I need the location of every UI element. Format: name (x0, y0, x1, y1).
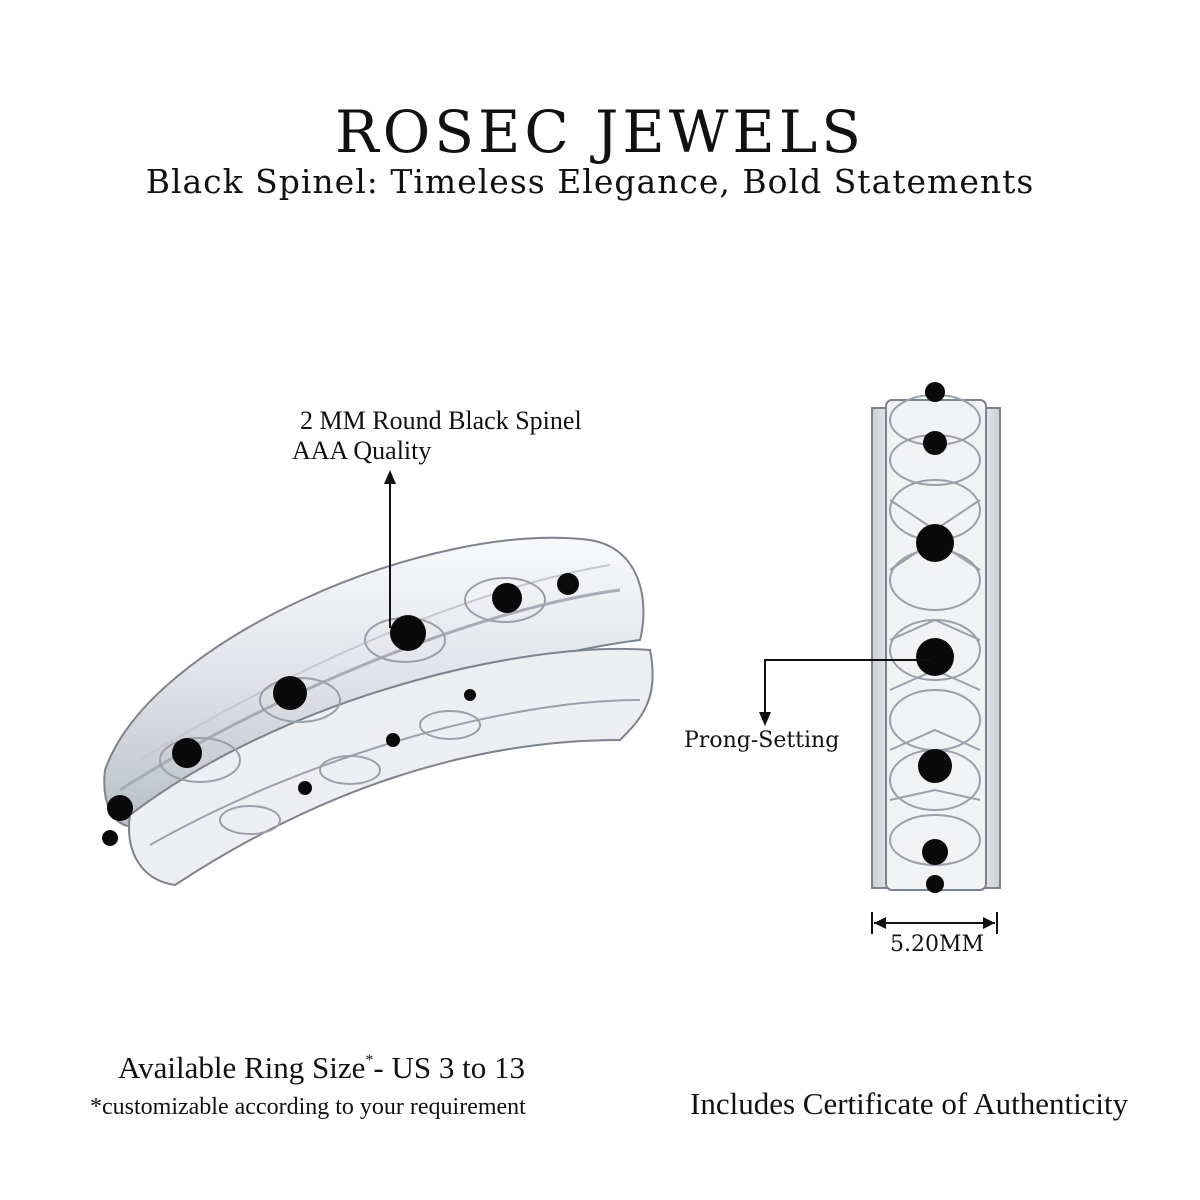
ring-size-note: *customizable according to your requirem… (90, 1094, 526, 1120)
spinel-stones-front (916, 382, 954, 893)
setting-callout-arrow (759, 659, 930, 726)
stone-spec-label: 2 MM Round Black Spinel AAA Quality (292, 406, 582, 466)
stone-spec-line: 2 MM Round Black Spinel (300, 406, 582, 435)
setting-label: Prong-Setting (684, 728, 840, 753)
certificate-text: Includes Certificate of Authenticity (690, 1086, 1129, 1121)
tagline: Black Spinel: Timeless Elegance, Bold St… (145, 162, 1035, 201)
ring-size-range: - US 3 to 13 (373, 1050, 525, 1085)
ring-size-prefix: Available Ring Size (118, 1050, 366, 1085)
spinel-stones-angled (102, 573, 579, 846)
stone-quality-line: AAA Quality (292, 436, 432, 465)
ring-angled-view (102, 536, 654, 887)
stone-callout-arrow (384, 470, 396, 628)
ring-size-info: Available Ring Size*- US 3 to 13 (118, 1050, 525, 1086)
ring-size-asterisk: * (365, 1052, 374, 1069)
ring-front-view (871, 382, 1001, 893)
brand-title: ROSEC JEWELS (335, 97, 865, 166)
width-label: 5.20MM (890, 932, 985, 957)
width-dimension-line (871, 912, 998, 934)
